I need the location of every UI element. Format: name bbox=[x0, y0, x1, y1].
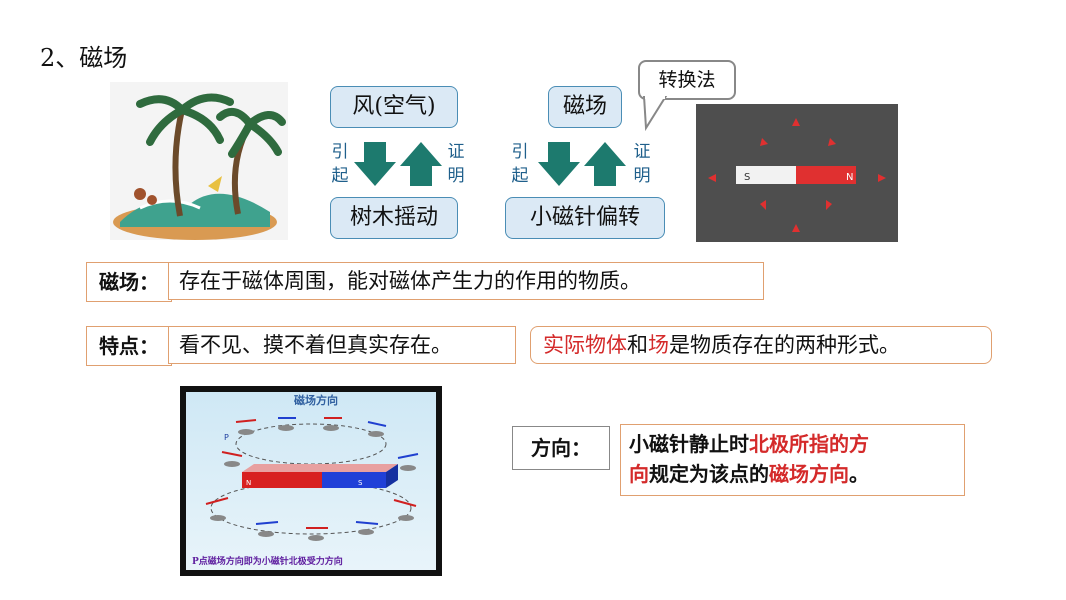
up-arrow-icon bbox=[400, 142, 442, 190]
direction-t5: 磁场方向 bbox=[769, 462, 849, 486]
field-direction-diagram: 磁场方向 N S P P点磁场方向即为小磁针北极受 bbox=[180, 386, 442, 576]
direction-t4: 规定为该点的 bbox=[649, 462, 769, 486]
cause-label-right: 引起 bbox=[511, 142, 529, 186]
conversion-method-callout: 转换法 bbox=[638, 60, 736, 100]
windy-palm-trees-image bbox=[110, 82, 288, 240]
prove-label-right: 证明 bbox=[633, 142, 651, 186]
feature-text: 看不见、摸不着但真实存在。 bbox=[168, 326, 516, 364]
magnet-n-label: N bbox=[846, 172, 853, 183]
magnetic-field-box: 磁场 bbox=[548, 86, 622, 128]
note-part-rest: 是物质存在的两种形式。 bbox=[669, 333, 900, 357]
diagram-s-label: S bbox=[358, 479, 363, 487]
page-title: 2、磁场 bbox=[40, 44, 128, 72]
prove-label-left: 证明 bbox=[447, 142, 465, 186]
trees-shaking-box: 树木摇动 bbox=[330, 197, 458, 239]
diagram-title: 磁场方向 bbox=[294, 393, 338, 407]
cause-label-left: 引起 bbox=[331, 142, 349, 186]
needle-deflection-box: 小磁针偏转 bbox=[505, 197, 665, 239]
feature-label: 特点： bbox=[86, 326, 172, 366]
note-part-and: 和 bbox=[627, 333, 648, 357]
down-arrow-icon bbox=[538, 142, 580, 190]
diagram-caption: P点磁场方向即为小磁针北极受力方向 bbox=[192, 555, 343, 567]
diagram-n-label: N bbox=[246, 479, 251, 487]
definition-text: 存在于磁体周围，能对磁体产生力的作用的物质。 bbox=[168, 262, 764, 300]
direction-definition: 小磁针静止时北极所指的方向规定为该点的磁场方向。 bbox=[620, 424, 965, 496]
magnet-s-label: S bbox=[744, 172, 750, 183]
direction-t2: 北极所指的方 bbox=[749, 432, 869, 456]
direction-t1: 小磁针静止时 bbox=[629, 432, 749, 456]
direction-label: 方向： bbox=[512, 426, 610, 470]
definition-label: 磁场： bbox=[86, 262, 172, 302]
matter-forms-note: 实际物体和场是物质存在的两种形式。 bbox=[530, 326, 992, 364]
up-arrow-icon bbox=[584, 142, 626, 190]
direction-t3: 向 bbox=[629, 462, 649, 486]
note-part-object: 实际物体 bbox=[543, 333, 627, 357]
wind-air-box: 风(空气) bbox=[330, 86, 458, 128]
diagram-p-label: P bbox=[224, 433, 229, 442]
bar-magnet-photo: S N bbox=[696, 104, 898, 242]
direction-t6: 。 bbox=[849, 462, 869, 486]
down-arrow-icon bbox=[354, 142, 396, 190]
callout-tail bbox=[640, 95, 670, 136]
note-part-field: 场 bbox=[648, 333, 669, 357]
